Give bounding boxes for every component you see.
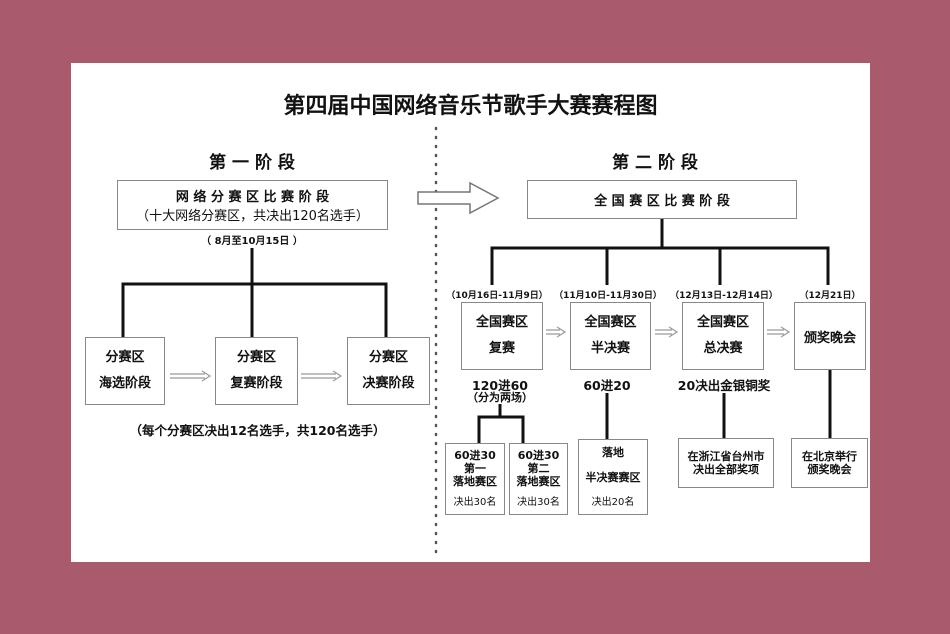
stage2-step-box: 全国赛区半决赛 bbox=[570, 302, 651, 370]
box-line: 决出全部奖项 bbox=[693, 463, 759, 476]
step-result: 120进60 bbox=[472, 378, 528, 393]
stage2-main-box: 全 国 赛 区 比 赛 阶 段 bbox=[527, 180, 797, 219]
box-line: 落地赛区 bbox=[453, 475, 497, 488]
box-line: 全国赛区 bbox=[696, 315, 749, 330]
stage1-main-box: 网 络 分 赛 区 比 赛 阶 段 （十大网络分赛区，共决出120名选手） bbox=[117, 180, 388, 230]
detail-box: 在浙江省台州市决出全部奖项 bbox=[678, 438, 774, 488]
box-line: 颁奖晚会 bbox=[803, 330, 856, 346]
box-line: 全 国 赛 区 比 赛 阶 段 bbox=[594, 194, 730, 209]
box-line: 海选阶段 bbox=[98, 376, 151, 391]
box-line: 分赛区 bbox=[368, 350, 408, 365]
box-line: 全国赛区 bbox=[475, 315, 528, 330]
box-line: 第一 bbox=[464, 462, 486, 475]
stage1-step-box: 分赛区复赛阶段 bbox=[215, 337, 298, 405]
box-line: 在浙江省台州市 bbox=[687, 450, 765, 463]
box-line: 分赛区 bbox=[105, 350, 145, 365]
box-line: （十大网络分赛区，共决出120名选手） bbox=[136, 209, 369, 224]
box-line: 决出30名 bbox=[517, 497, 560, 508]
step-result: 20决出金银铜奖 bbox=[677, 378, 771, 393]
box-line: 半决赛 bbox=[590, 341, 630, 356]
box-line: 分赛区 bbox=[236, 350, 276, 365]
box-line: 网 络 分 赛 区 比 赛 阶 段 bbox=[175, 190, 330, 205]
box-line: 全国赛区 bbox=[584, 315, 637, 330]
box-line: 复赛阶段 bbox=[230, 376, 283, 391]
stage1-note: （每个分赛区决出12名选手，共120名选手） bbox=[129, 423, 386, 438]
step-date: （12月21日） bbox=[799, 291, 861, 301]
box-line: 60进30 bbox=[454, 449, 496, 462]
box-line: 60进30 bbox=[517, 449, 560, 462]
detail-box: 在北京举行颁奖晚会 bbox=[791, 438, 868, 488]
box-line: 总决赛 bbox=[703, 341, 743, 356]
box-line: 第二 bbox=[527, 462, 550, 475]
box-line: 复赛 bbox=[488, 341, 515, 356]
box-line: 半决赛赛区 bbox=[585, 470, 641, 484]
step-date: （12月13日-12月14日） bbox=[670, 291, 778, 301]
stage1-date: （ 8月至10月15日 ） bbox=[201, 236, 303, 247]
box-line: 落地 bbox=[602, 445, 624, 459]
box-line: 决出20名 bbox=[591, 496, 635, 508]
stage2-step-box: 颁奖晚会 bbox=[794, 302, 866, 370]
stage2-step-box: 全国赛区总决赛 bbox=[682, 302, 764, 370]
page-title: 第四届中国网络音乐节歌手大赛赛程图 bbox=[283, 94, 658, 119]
stage2-heading: 第 二 阶 段 bbox=[612, 153, 698, 173]
step-date: （11月10日-11月30日） bbox=[554, 291, 662, 301]
box-line: 落地赛区 bbox=[516, 475, 561, 488]
stage1-heading: 第 一 阶 段 bbox=[209, 153, 295, 173]
box-line: 颁奖晚会 bbox=[807, 463, 852, 476]
box-line: 在北京举行 bbox=[802, 450, 857, 463]
detail-box: 落地半决赛赛区决出20名 bbox=[578, 439, 648, 515]
stage1-step-box: 分赛区决赛阶段 bbox=[347, 337, 430, 405]
step-date: （10月16日-11月9日） bbox=[446, 291, 548, 301]
stage2-step-box: 全国赛区复赛 bbox=[461, 302, 543, 370]
box-line: 决出30名 bbox=[453, 497, 497, 508]
step-result-note: （分为两场） bbox=[467, 391, 533, 404]
step-result: 60进20 bbox=[583, 378, 631, 393]
big-arrow-icon bbox=[417, 181, 500, 215]
box-line: 决赛阶段 bbox=[362, 376, 415, 391]
stage1-step-box: 分赛区海选阶段 bbox=[85, 337, 165, 405]
